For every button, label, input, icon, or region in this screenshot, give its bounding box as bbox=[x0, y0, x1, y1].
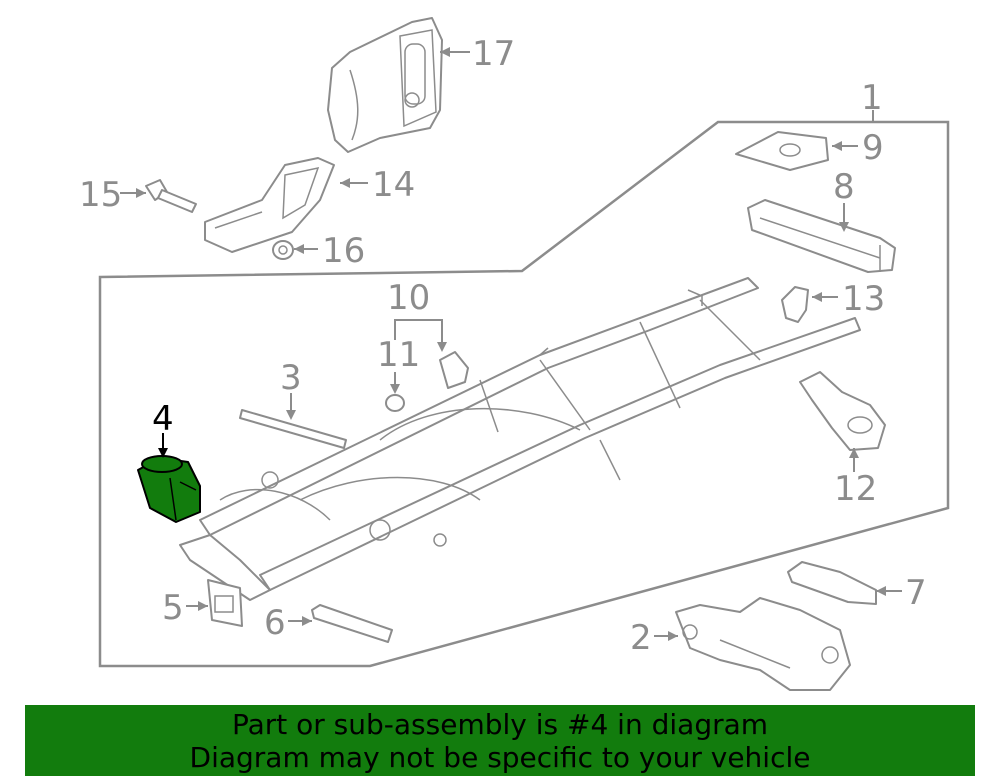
part-9-drawing bbox=[735, 131, 829, 171]
frame-rails-drawing bbox=[179, 277, 861, 601]
callout-7: 7 bbox=[905, 573, 927, 613]
part-5-drawing bbox=[207, 579, 243, 627]
part-3-drawing bbox=[239, 409, 347, 449]
callout-5: 5 bbox=[162, 588, 184, 628]
part-2-drawing bbox=[675, 597, 851, 691]
callout-9: 9 bbox=[862, 128, 884, 168]
callout-12: 12 bbox=[834, 469, 877, 509]
callout-17: 17 bbox=[472, 34, 515, 74]
callout-11: 11 bbox=[377, 335, 420, 375]
callout-1: 1 bbox=[861, 78, 883, 118]
part-15-drawing bbox=[145, 179, 197, 213]
callout-10: 10 bbox=[387, 278, 430, 318]
part-16-drawing bbox=[272, 240, 294, 260]
callout-2: 2 bbox=[630, 618, 652, 658]
banner-line-1: Part or sub-assembly is #4 in diagram bbox=[231, 708, 769, 741]
callout-16: 16 bbox=[322, 231, 365, 271]
part-13-drawing bbox=[781, 286, 809, 323]
callout-13: 13 bbox=[842, 279, 885, 319]
part-11-drawing bbox=[385, 394, 405, 412]
callout-8: 8 bbox=[833, 167, 855, 207]
part-14-drawing bbox=[204, 157, 335, 253]
callout-15: 15 bbox=[79, 175, 122, 215]
callout-10-leader bbox=[394, 319, 443, 350]
part-10-drawing bbox=[439, 351, 469, 389]
callout-3: 3 bbox=[280, 358, 302, 398]
part-4-drawing bbox=[137, 455, 201, 523]
part-7-drawing bbox=[787, 561, 877, 605]
banner-line-2: Diagram may not be specific to your vehi… bbox=[189, 741, 811, 774]
frame-assembly-panel bbox=[98, 120, 950, 668]
part-17-drawing bbox=[327, 17, 443, 153]
part-6-drawing bbox=[311, 604, 393, 643]
part-8-drawing bbox=[747, 199, 896, 273]
part-12-drawing bbox=[799, 371, 886, 451]
part-info-banner: Part or sub-assembly is #4 in diagram Di… bbox=[25, 705, 975, 776]
callout-4: 4 bbox=[152, 399, 174, 439]
callout-14: 14 bbox=[372, 165, 415, 205]
callout-6: 6 bbox=[264, 603, 286, 643]
